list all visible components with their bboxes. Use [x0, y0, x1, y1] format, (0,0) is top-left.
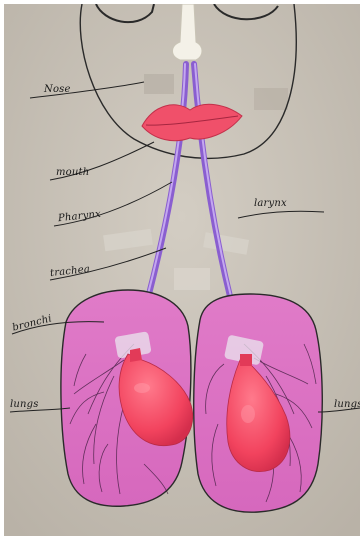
balloon-left-knot	[130, 348, 142, 362]
lung-model-photo: Nose mouth Pharynx larynx trachea bronch…	[4, 4, 360, 536]
label-larynx: larynx	[254, 198, 287, 209]
balloon-left-shine	[134, 383, 150, 393]
label-lungs-right: lungs	[334, 399, 360, 410]
label-lungs-left: lungs	[10, 399, 39, 410]
label-nose: Nose	[44, 84, 71, 95]
label-mouth: mouth	[56, 167, 89, 178]
balloon-right-shine	[241, 405, 255, 423]
tape-mark	[144, 74, 174, 94]
tape-mark	[254, 88, 288, 110]
tape-mark	[174, 268, 210, 290]
balloon-right-knot	[240, 354, 252, 366]
